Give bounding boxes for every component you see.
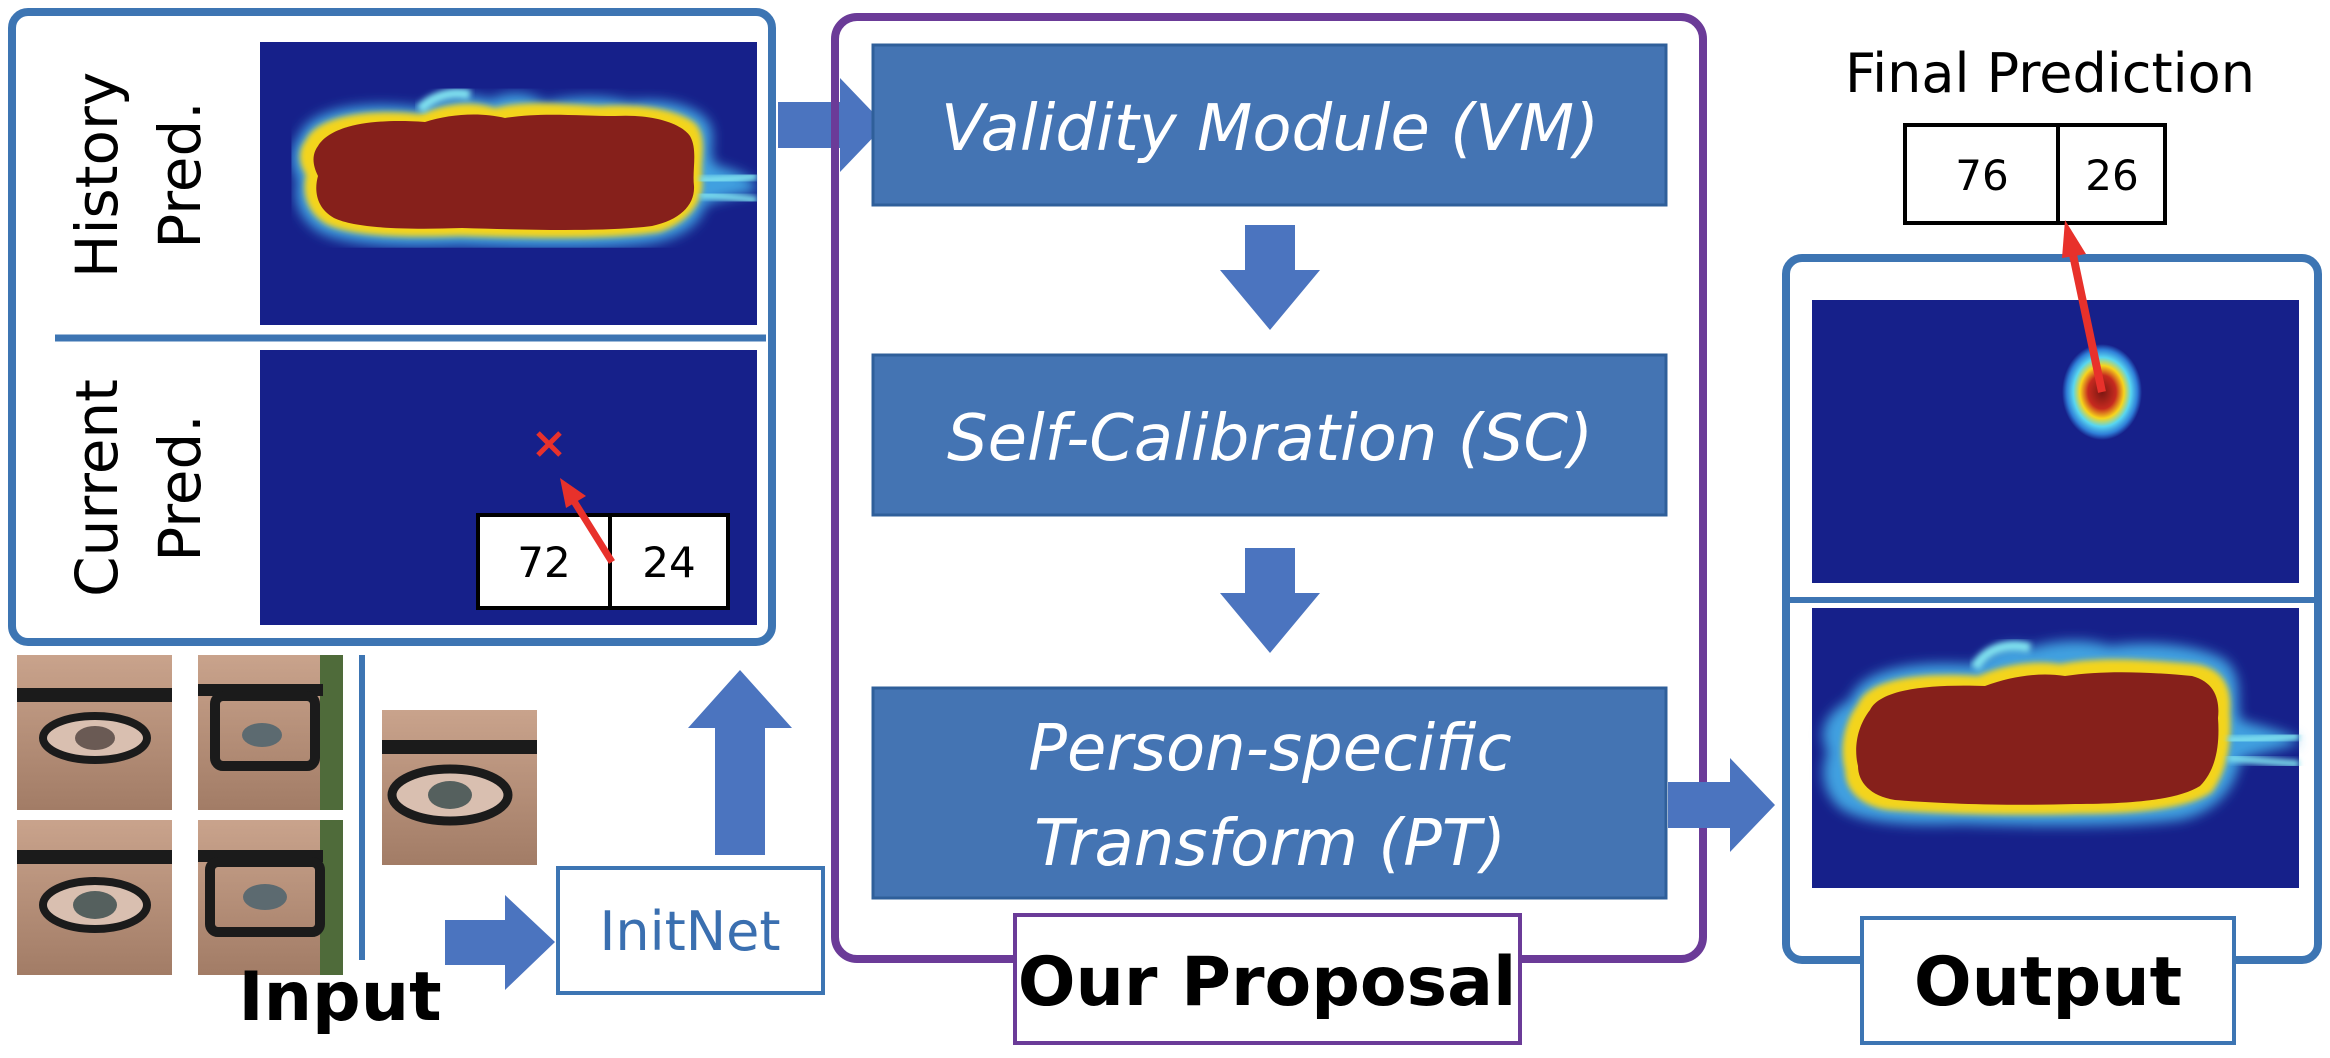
- history-label-line2: Pred.: [146, 101, 214, 248]
- prediction-panel: History Pred. Current Pred.: [8, 8, 776, 646]
- red-arrow-icon: [2062, 220, 2106, 393]
- cross-marker-icon: [536, 431, 562, 457]
- initnet-box: InitNet: [556, 866, 825, 995]
- output-panel: Output: [1782, 220, 2322, 1045]
- proposal-panel: Validity Module (VM) Self-Calibration (S…: [831, 13, 1707, 1045]
- current-label-line2: Pred.: [146, 414, 214, 561]
- output-area-heatmap: [1812, 608, 2300, 888]
- history-heatmap: [260, 42, 757, 325]
- input-to-initnet-arrow-icon: [445, 895, 555, 990]
- module-vm-label: Validity Module (VM): [941, 92, 1599, 166]
- module-sc: Self-Calibration (SC): [871, 353, 1668, 517]
- final-value-0: 76: [1955, 151, 2008, 200]
- current-label-line1: Current: [63, 379, 131, 597]
- current-label: Current Pred.: [63, 379, 214, 597]
- pt-to-output-arrow-icon: [1668, 758, 1775, 852]
- vm-to-sc-arrow-icon: [1220, 225, 1320, 330]
- eye-image-3: [17, 820, 172, 975]
- output-title: Output: [1914, 943, 2182, 1022]
- eye-image-1: [17, 655, 172, 810]
- initnet-label: InitNet: [599, 900, 780, 963]
- current-value-box: 72 24: [476, 513, 730, 610]
- final-value-box: 76 26: [1903, 123, 2167, 225]
- output-point-heatmap: [1812, 300, 2299, 583]
- sc-to-pt-arrow-icon: [1220, 548, 1320, 653]
- history-label-line1: History: [63, 72, 131, 278]
- proposal-title-box: Our Proposal: [1013, 913, 1522, 1045]
- module-pt: Person-specific Transform (PT): [871, 686, 1668, 900]
- current-heatmap: 72 24: [260, 350, 757, 625]
- input-title: Input: [238, 958, 441, 1037]
- prediction-panel-border: [8, 8, 776, 646]
- module-pt-label-line2: Transform (PT): [1034, 807, 1506, 881]
- initnet-up-arrow-icon: [688, 670, 792, 855]
- current-value-0: 72: [517, 538, 570, 587]
- history-label: History Pred.: [63, 72, 214, 278]
- eye-image-4: [198, 820, 343, 975]
- module-pt-label-line1: Person-specific: [1028, 712, 1511, 786]
- final-value-1: 26: [2085, 151, 2138, 200]
- red-arrow-icon: [560, 478, 615, 564]
- proposal-title: Our Proposal: [1018, 943, 1517, 1022]
- input-eye-images: [17, 655, 537, 975]
- eye-image-2: [198, 655, 343, 810]
- eye-image-5: [382, 710, 537, 865]
- module-vm: Validity Module (VM): [871, 43, 1668, 207]
- current-value-1: 24: [642, 538, 695, 587]
- output-title-box: Output: [1860, 916, 2236, 1045]
- module-sc-label: Self-Calibration (SC): [947, 402, 1593, 476]
- final-prediction-label: Final Prediction: [1845, 42, 2255, 105]
